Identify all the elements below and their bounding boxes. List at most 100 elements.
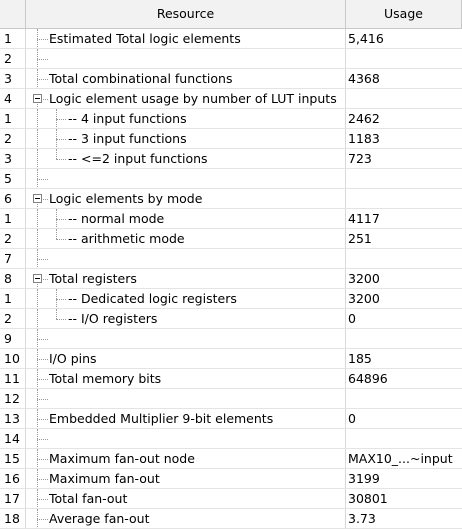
resource-cell[interactable]: -- 4 input functions bbox=[26, 109, 346, 128]
usage-value[interactable]: 3.73 bbox=[348, 511, 376, 526]
tree-line bbox=[37, 59, 48, 60]
usage-value[interactable] bbox=[346, 169, 462, 188]
table-row[interactable]: 9 bbox=[0, 329, 462, 349]
resource-cell[interactable]: Total memory bits bbox=[26, 369, 346, 388]
tree-line bbox=[37, 49, 38, 68]
usage-value[interactable]: 30801 bbox=[348, 491, 388, 506]
usage-value[interactable]: 4117 bbox=[348, 211, 380, 226]
usage-value[interactable]: MAX10_...~input bbox=[348, 451, 453, 466]
resource-cell[interactable]: -- <=2 input functions bbox=[26, 149, 346, 168]
usage-value[interactable]: 4368 bbox=[348, 71, 380, 86]
resource-cell[interactable]: Estimated Total logic elements bbox=[26, 29, 346, 48]
tree-line bbox=[56, 159, 66, 160]
usage-value[interactable]: 2462 bbox=[348, 111, 380, 126]
resource-cell[interactable]: -- arithmetic mode bbox=[26, 229, 346, 248]
row-number: 12 bbox=[0, 389, 26, 408]
usage-value[interactable]: 1183 bbox=[348, 131, 380, 146]
collapse-icon[interactable] bbox=[33, 194, 42, 203]
usage-value[interactable]: 3199 bbox=[348, 471, 380, 486]
row-number: 11 bbox=[0, 369, 26, 388]
usage-value[interactable]: 723 bbox=[348, 151, 372, 166]
resource-cell[interactable]: -- Dedicated logic registers bbox=[26, 289, 346, 308]
resource-cell[interactable]: Maximum fan-out node bbox=[26, 449, 346, 468]
usage-value[interactable]: 0 bbox=[348, 311, 356, 326]
resource-cell[interactable]: Logic elements by mode bbox=[26, 189, 346, 208]
usage-value[interactable]: 185 bbox=[348, 351, 372, 366]
usage-value[interactable] bbox=[346, 189, 462, 208]
row-number: 1 bbox=[0, 29, 26, 48]
resource-cell[interactable]: Maximum fan-out bbox=[26, 469, 346, 488]
header-resource[interactable]: Resource bbox=[26, 0, 346, 28]
tree-line bbox=[37, 309, 38, 328]
usage-value[interactable] bbox=[346, 329, 462, 348]
collapse-icon[interactable] bbox=[33, 94, 42, 103]
usage-value[interactable]: 251 bbox=[348, 231, 372, 246]
collapse-icon[interactable] bbox=[33, 274, 42, 283]
resource-cell[interactable]: Embedded Multiplier 9-bit elements bbox=[26, 409, 346, 428]
tree-line bbox=[37, 329, 38, 348]
tree-line bbox=[37, 389, 38, 408]
usage-value[interactable] bbox=[346, 49, 462, 68]
tree-line bbox=[37, 259, 48, 260]
table-header: Resource Usage bbox=[0, 0, 462, 29]
resource-cell[interactable]: Average fan-out bbox=[26, 509, 346, 528]
resource-label: Maximum fan-out bbox=[49, 471, 160, 486]
resource-cell[interactable]: -- normal mode bbox=[26, 209, 346, 228]
usage-value[interactable] bbox=[346, 249, 462, 268]
resource-cell[interactable]: -- 3 input functions bbox=[26, 129, 346, 148]
usage-value[interactable]: 3200 bbox=[348, 271, 380, 286]
table-row[interactable]: 7 bbox=[0, 249, 462, 269]
resource-cell[interactable] bbox=[26, 49, 346, 68]
header-row-number[interactable] bbox=[0, 0, 26, 28]
usage-value[interactable] bbox=[346, 89, 462, 108]
usage-value[interactable] bbox=[346, 389, 462, 408]
resource-cell[interactable] bbox=[26, 429, 346, 448]
resource-cell[interactable]: Total combinational functions bbox=[26, 69, 346, 88]
row-number: 2 bbox=[0, 49, 26, 68]
resource-label: -- 3 input functions bbox=[68, 131, 187, 146]
resource-label: -- normal mode bbox=[68, 211, 165, 226]
resource-cell[interactable]: Logic element usage by number of LUT inp… bbox=[26, 89, 346, 108]
resource-cell[interactable] bbox=[26, 169, 346, 188]
usage-value[interactable]: 3200 bbox=[348, 291, 380, 306]
usage-value[interactable]: 5,416 bbox=[348, 31, 384, 46]
table-row[interactable]: 12 bbox=[0, 389, 462, 409]
header-usage[interactable]: Usage bbox=[346, 0, 462, 28]
tree-line bbox=[37, 209, 38, 228]
resource-cell[interactable]: Total fan-out bbox=[26, 489, 346, 508]
usage-value[interactable]: 0 bbox=[348, 411, 356, 426]
tree-line bbox=[37, 129, 38, 148]
table-row[interactable]: 14 bbox=[0, 429, 462, 449]
tree-line bbox=[37, 104, 38, 108]
resource-cell[interactable]: Total registers bbox=[26, 269, 346, 288]
tree-line bbox=[37, 519, 48, 520]
usage-value[interactable]: 64896 bbox=[348, 371, 388, 386]
resource-cell[interactable] bbox=[26, 389, 346, 408]
resource-cell[interactable]: -- I/O registers bbox=[26, 309, 346, 328]
resource-cell[interactable] bbox=[26, 249, 346, 268]
table-row[interactable]: 2 bbox=[0, 49, 462, 69]
resource-cell[interactable] bbox=[26, 329, 346, 348]
resource-cell[interactable]: I/O pins bbox=[26, 349, 346, 368]
usage-value[interactable] bbox=[346, 429, 462, 448]
table-row[interactable]: 5 bbox=[0, 169, 462, 189]
